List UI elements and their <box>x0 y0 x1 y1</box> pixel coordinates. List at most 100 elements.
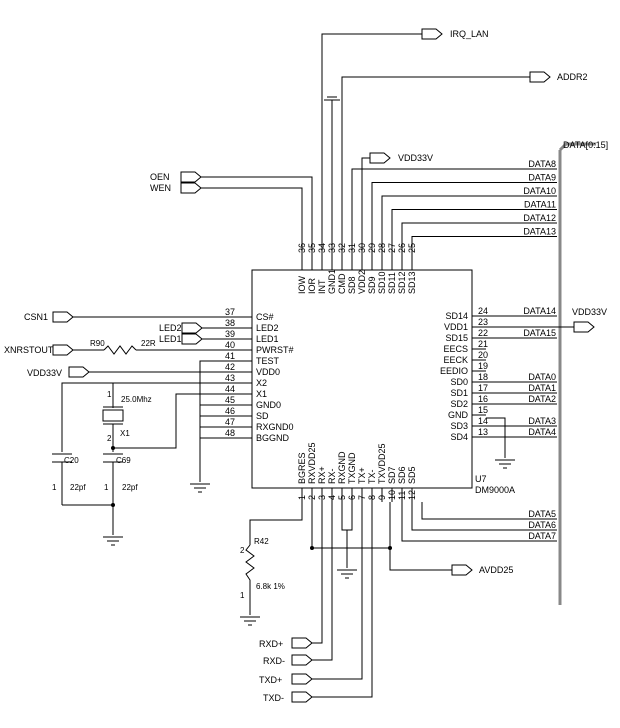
avdd-junction-a <box>310 546 314 550</box>
right-pin-number: 16 <box>478 394 488 404</box>
chip-part: DM9000A <box>475 485 515 495</box>
csn1-port <box>52 311 74 323</box>
wen-label: WEN <box>150 183 171 193</box>
left-pin-name: X2 <box>256 378 267 388</box>
top-pin-name: SD13 <box>407 271 417 294</box>
data-right-label: DATA3 <box>528 416 556 426</box>
bottom-pin-number: 11 <box>397 491 407 500</box>
right-pin-number: 24 <box>478 306 488 316</box>
top-pin-group: 36IOW35IOR34INT33GND132CMD31SD830VDD229S… <box>297 243 417 294</box>
rxvdd25-wire <box>311 502 390 549</box>
data-top-label: DATA11 <box>524 200 556 210</box>
bottom-pin-name: SD5 <box>407 466 417 484</box>
top-pin-name: IOW <box>297 275 307 294</box>
bottom-pin-name: SD6 <box>397 466 407 484</box>
left-pin-name: BGGND <box>256 433 290 443</box>
left-pin-number: 40 <box>225 340 235 350</box>
right-pin-number: 14 <box>478 416 488 426</box>
right-pin-number: 19 <box>478 361 488 371</box>
data-top-wire <box>401 222 557 255</box>
x1-crystal-icon <box>102 409 124 422</box>
right-pin-name: EECK <box>443 355 468 365</box>
data-bottom-label: DATA7 <box>528 531 556 541</box>
c69-ref: C69 <box>116 456 131 465</box>
txvdd25-wire <box>389 502 452 571</box>
avdd-junction-b <box>388 546 392 550</box>
right-pin-name: EEDIO <box>440 366 468 376</box>
osc-ground-icon <box>103 536 123 546</box>
data-top-label: DATA8 <box>528 159 556 169</box>
r90-value: 22R <box>141 339 156 348</box>
txp-port <box>291 673 313 685</box>
left-pin-number: 47 <box>225 417 235 427</box>
c20-value: 22pf <box>70 483 86 492</box>
bottom-pin-number: 3 <box>317 495 327 500</box>
data-right-label: DATA1 <box>528 383 556 393</box>
txn-wire <box>312 502 373 698</box>
left-pin-name: TEST <box>256 356 280 366</box>
right-pin-name: SD14 <box>445 311 468 321</box>
right-pin-number: 15 <box>478 405 488 415</box>
right-pin-name: SD0 <box>450 377 468 387</box>
right-pin-name: SD3 <box>450 421 468 431</box>
vdd33v-top-wire <box>361 157 370 255</box>
bottom-pin-number: 5 <box>337 495 347 500</box>
bottom-pin-name: TX+ <box>357 467 367 484</box>
r42-value: 6.8k 1% <box>256 582 285 591</box>
test-ground-icon <box>190 483 210 493</box>
rxn-wire <box>312 502 333 661</box>
right-pin-number: 20 <box>478 350 488 360</box>
left-pin-name: GND0 <box>256 400 281 410</box>
left-pin-number: 39 <box>225 329 235 339</box>
right-pin-name: SD2 <box>450 399 468 409</box>
x1-pin-1: 1 <box>107 390 112 399</box>
irq-lan-wire <box>321 33 422 255</box>
oen-port <box>180 171 202 183</box>
txp-label: TXD+ <box>259 675 282 685</box>
data-right-label: DATA2 <box>528 394 556 404</box>
bottom-pin-number: 6 <box>347 495 357 500</box>
oen-wire <box>201 176 313 255</box>
bottom-pin-number: 8 <box>367 495 377 500</box>
right-pin-number: 18 <box>478 372 488 382</box>
xnrstout-label: XNRSTOUT <box>4 345 54 355</box>
left-pin-name: RXGND0 <box>256 422 294 432</box>
data-top-wire <box>391 209 557 255</box>
right-pin-name: VDD1 <box>444 322 468 332</box>
bottom-pin-name: TXVDD25 <box>377 443 387 484</box>
x1-pin-2: 2 <box>107 434 112 443</box>
vdd33v-right-label: VDD33V <box>572 307 607 317</box>
data-right-label: DATA15 <box>523 328 556 338</box>
bottom-pin-number: 12 <box>407 490 417 500</box>
r42-pin-1: 1 <box>240 591 245 600</box>
top-pin-name: SD9 <box>367 276 377 294</box>
top-pin-name: IOR <box>307 277 317 294</box>
r42-ground-icon <box>240 616 260 626</box>
left-pin-name: VDD0 <box>256 367 280 377</box>
c69-capacitor-icon <box>103 453 123 535</box>
top-pin-name: GND1 <box>327 269 337 294</box>
data-bottom-wire <box>421 502 557 520</box>
c69-pin-1: 1 <box>104 483 109 492</box>
bottom-pin-name: SD7 <box>387 466 397 484</box>
txn-label: TXD- <box>263 693 284 703</box>
left-pin-number: 46 <box>225 406 235 416</box>
right-pin-group: 24SD1423VDD122SD1521EECS20EECK19EEDIO18S… <box>440 306 488 442</box>
left-pin-name: CS# <box>256 312 274 322</box>
right-pin-number: 23 <box>478 317 488 327</box>
data-bottom-label: DATA5 <box>528 509 556 519</box>
left-pin-number: 38 <box>225 318 235 328</box>
vdd33v-left-label: VDD33V <box>27 368 62 378</box>
rxn-port <box>291 654 313 666</box>
right-pin-number: 21 <box>478 339 488 349</box>
data-top-label: DATA10 <box>523 186 556 196</box>
c20-pin-1: 1 <box>52 483 57 492</box>
addr2-label: ADDR2 <box>557 72 588 82</box>
test-wire <box>199 360 238 482</box>
bottom-pin-number: 7 <box>357 495 367 500</box>
led1-port <box>181 333 203 345</box>
bottom-pin-group: 1BGRES2RXVDD253RX+4RX-5RXGND6TXGND7TX+8T… <box>297 442 417 502</box>
vdd33v-right-port <box>573 321 595 333</box>
bottom-pin-name: RXVDD25 <box>307 442 317 484</box>
